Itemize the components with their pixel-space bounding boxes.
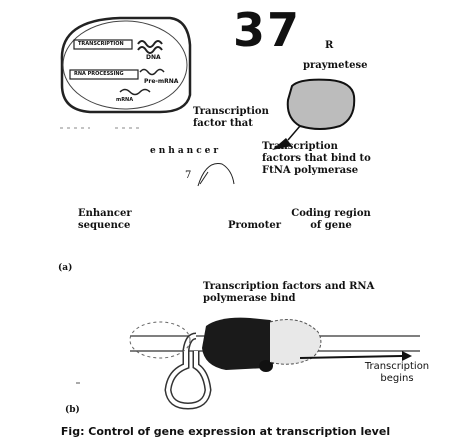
dna-wave-2 [137,46,163,54]
promoter-label: Promoter [228,220,281,231]
transcription-factor-label: Transcription factor that [193,106,269,129]
cell-diagram [60,16,192,129]
enhancer-label: enhancer [150,146,222,156]
nucleus-outline [62,20,188,110]
tf-bind-polymerase-label: Transcription factors that bind to FtNA … [262,141,371,176]
factor-blob [259,360,273,372]
dna-loop-diagram [76,317,420,410]
polymerase-blob [272,78,356,150]
panel-a-label: (a) [58,263,73,273]
enhancer-hook [197,162,235,187]
label-rna-processing: RNA PROCESSING [74,71,124,77]
transcription-arrow [299,355,403,359]
rna-processing-box [69,69,139,80]
enhancer-sequence-label: Enhancer sequence [78,208,132,231]
enhancer-region [129,321,191,359]
label-pre-mrna: Pre-mRNA [144,78,179,85]
rna-polymerase [269,319,322,365]
transcription-begins-label: Transcription begins [364,361,430,384]
transcription-box [73,39,133,50]
figure-caption: Fig: Control of gene expression at trans… [60,425,391,438]
arrow-head-icon [402,351,412,361]
number-seven: 7 [185,170,192,181]
tf-rna-polymerase-label: Transcription factors and RNA polymerase… [203,281,375,304]
label-mrna: mRNA [116,97,134,103]
coding-region-label: Coding region of gene [291,208,371,231]
cell-outline [60,16,192,114]
panel-b-label: (b) [65,405,80,415]
polymerase-complex [202,317,282,370]
praymetese-label: praymetese [303,60,368,71]
mrna-wave [119,88,151,96]
dna-wave [137,40,163,48]
label-dna: DNA [146,54,161,61]
label-transcription: TRANSCRIPTION [78,41,124,47]
pre-mrna-wave [139,68,165,76]
stray-mark: R [325,40,334,51]
figure-number: 37 [233,3,302,57]
